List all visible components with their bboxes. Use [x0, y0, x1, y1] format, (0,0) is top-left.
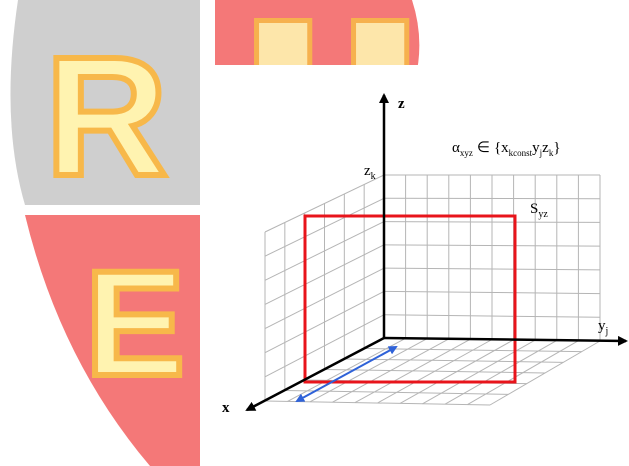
left-grid-line-v [264, 174, 385, 233]
y-axis-label-main: y [598, 318, 606, 334]
diagram-panel [200, 65, 629, 466]
plane-syz-label-sub: yz [538, 209, 548, 220]
watermark-red-region-bottom [25, 215, 200, 466]
watermark-red-region-top [215, 0, 420, 80]
formula-in: ∈ [477, 140, 490, 156]
floor-grid-line-v [364, 348, 582, 353]
left-grid-line-v [264, 314, 385, 378]
back-grid-line-v [383, 221, 601, 223]
watermark-letter-r: R [45, 22, 168, 212]
watermark-gray-region [10, 0, 200, 205]
formula-x: x [501, 140, 509, 156]
formula-y-sub: j [539, 148, 543, 158]
formula-z-sub: k [549, 148, 554, 158]
formula-y: y [532, 140, 540, 156]
formula-open-brace: { [494, 140, 501, 156]
back-grid-line-v [383, 244, 601, 247]
formula-alpha-sub: xyz [460, 148, 473, 158]
x-axis-label: x [222, 400, 230, 416]
y-axis-label-sub: j [605, 326, 609, 337]
left-grid-line-v [264, 197, 385, 257]
left-grid-line-v [264, 290, 385, 354]
zk-label-sub: k [371, 171, 376, 182]
z-axis-label: z [398, 96, 405, 112]
formula-x-sub: kconst [509, 148, 533, 158]
left-grid-line-v [264, 221, 385, 281]
left-grid-line-v [264, 244, 385, 305]
back-grid-line-v [383, 314, 601, 318]
watermark-letter-e: E [85, 239, 185, 407]
plane-syz [303, 214, 517, 384]
formula-close-brace: } [553, 140, 560, 156]
plane-syz-label: Syz [530, 201, 548, 220]
formula-z: z [542, 140, 549, 156]
back-grid-line-v [383, 290, 601, 295]
formula-alpha: α [452, 140, 460, 156]
zk-label: zk [364, 163, 376, 182]
y-axis-label: yj [598, 318, 608, 337]
back-grid-line-v [383, 267, 601, 271]
zk-label-main: z [364, 163, 371, 179]
y-axis [383, 335, 628, 346]
plane-syz-label-main: S [530, 201, 538, 217]
left-grid-line-v [264, 267, 385, 330]
alpha-formula: αxyz ∈{xkconstyjzk} [452, 140, 561, 158]
displacement-arrow [295, 346, 398, 402]
